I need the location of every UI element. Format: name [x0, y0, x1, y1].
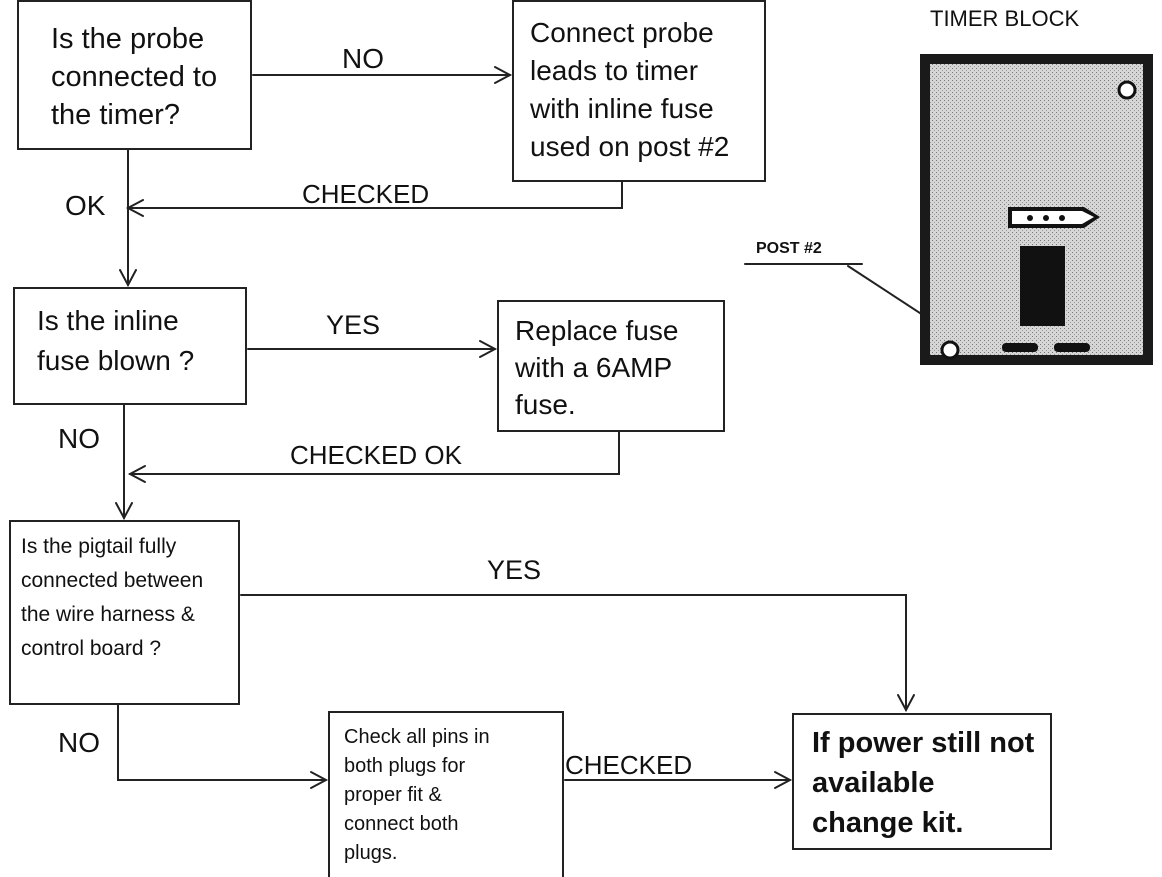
- post-2-label: POST #2: [756, 240, 822, 257]
- fuse-blown-box: Is the inline fuse blown ?: [13, 287, 247, 405]
- replace-fuse-text: Replace fuse with a 6AMP fuse.: [515, 315, 679, 420]
- connect-probe-box: Connect probe leads to timer with inline…: [512, 0, 766, 182]
- change-kit-text: If power still not available change kit.: [812, 727, 1035, 839]
- change-kit-box: If power still not available change kit.: [792, 713, 1052, 850]
- edge-label-ok: OK: [65, 190, 106, 221]
- edge-label-no: NO: [342, 43, 384, 74]
- edge-label-checked: CHECKED: [565, 750, 693, 780]
- edge-label-checked-ok: CHECKED OK: [290, 440, 462, 470]
- edge-label-yes: YES: [487, 555, 542, 585]
- check-pins-text: Check all pins in both plugs for proper …: [344, 726, 490, 864]
- fuse-blown-text: Is the inline fuse blown ?: [37, 305, 195, 376]
- edge-label-checked: CHECKED: [302, 179, 430, 209]
- edge-label-yes: YES: [326, 310, 381, 340]
- edge-label-no: NO: [58, 423, 100, 454]
- probe-connected-box: Is the probe connected to the timer?: [17, 0, 252, 150]
- probe-connected-text: Is the probe connected to the timer?: [51, 23, 218, 131]
- connect-probe-text: Connect probe leads to timer with inline…: [530, 17, 730, 162]
- pigtail-text: Is the pigtail fully connected between t…: [21, 535, 204, 660]
- pigtail-box: Is the pigtail fully connected between t…: [9, 520, 240, 705]
- timer-block-title: TIMER BLOCK: [930, 6, 1080, 31]
- replace-fuse-box: Replace fuse with a 6AMP fuse.: [497, 300, 725, 432]
- timer-block-graphic: [920, 54, 1153, 365]
- check-pins-box: Check all pins in both plugs for proper …: [328, 711, 564, 877]
- edge-label-no: NO: [58, 727, 100, 758]
